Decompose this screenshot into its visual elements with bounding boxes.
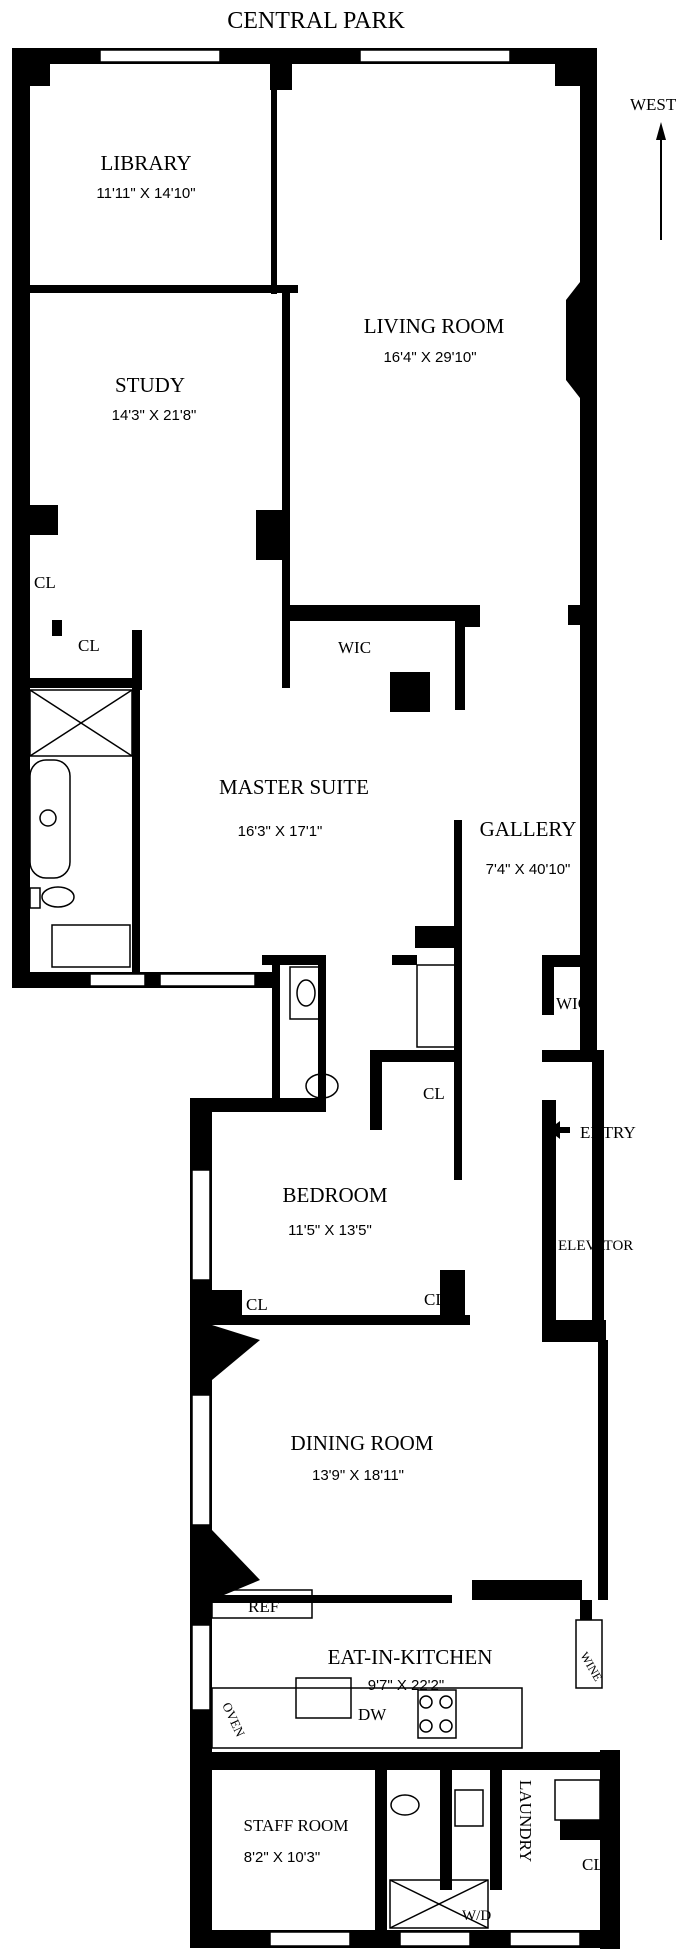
library-name: LIBRARY xyxy=(100,151,191,175)
kitchen-name: EAT-IN-KITCHEN xyxy=(328,1645,493,1669)
closet-label-6: CL xyxy=(582,1855,604,1874)
north-arrow-icon xyxy=(656,122,666,240)
library-dims: 11'11" X 14'10" xyxy=(96,185,195,202)
elevator-label: ELEVATOR xyxy=(558,1238,633,1254)
living-room-name: LIVING ROOM xyxy=(364,314,505,338)
entry-label: ENTRY xyxy=(580,1123,636,1142)
closet-label-1: CL xyxy=(34,573,56,592)
dining-room-dims: 13'9" X 18'11" xyxy=(312,1467,404,1484)
bedroom-dims: 11'5" X 13'5" xyxy=(288,1222,372,1239)
compass-label: WEST xyxy=(630,95,677,114)
gallery-dims: 7'4" X 40'10" xyxy=(486,861,571,878)
dining-room-name: DINING ROOM xyxy=(291,1431,434,1455)
study-dims: 14'3" X 21'8" xyxy=(112,407,197,424)
staff-room-dims: 8'2" X 10'3" xyxy=(244,1849,320,1866)
header-title: CENTRAL PARK xyxy=(227,8,405,34)
master-suite-dims: 16'3" X 17'1" xyxy=(238,823,323,840)
living-room-dims: 16'4" X 29'10" xyxy=(383,349,476,366)
walls xyxy=(12,48,620,1949)
kitchen-dims: 9'7" X 22'2" xyxy=(368,1677,444,1694)
ref-label: REF xyxy=(248,1597,279,1616)
oven-label: OVEN xyxy=(219,1700,248,1740)
study-name: STUDY xyxy=(115,373,185,397)
gallery-name: GALLERY xyxy=(480,817,577,841)
closet-label-4: CL xyxy=(246,1295,268,1314)
wic-label-1: WIC xyxy=(338,638,371,657)
staff-room-name: STAFF ROOM xyxy=(244,1816,349,1835)
master-suite-name: MASTER SUITE xyxy=(219,775,369,799)
wic-label-2: WIC xyxy=(556,994,589,1013)
closet-label-5: CL xyxy=(424,1290,446,1309)
windows xyxy=(89,49,581,1947)
entry-arrow-icon xyxy=(548,1121,570,1139)
wine-label: WINE xyxy=(577,1650,605,1684)
closet-label-2: CL xyxy=(78,636,100,655)
wd-label: W/D xyxy=(462,1908,491,1924)
bedroom-name: BEDROOM xyxy=(282,1183,387,1207)
closet-label-3: CL xyxy=(423,1084,445,1103)
dw-label: DW xyxy=(358,1705,387,1724)
fixtures xyxy=(29,689,603,1929)
laundry-label: LAUNDRY xyxy=(516,1780,535,1862)
